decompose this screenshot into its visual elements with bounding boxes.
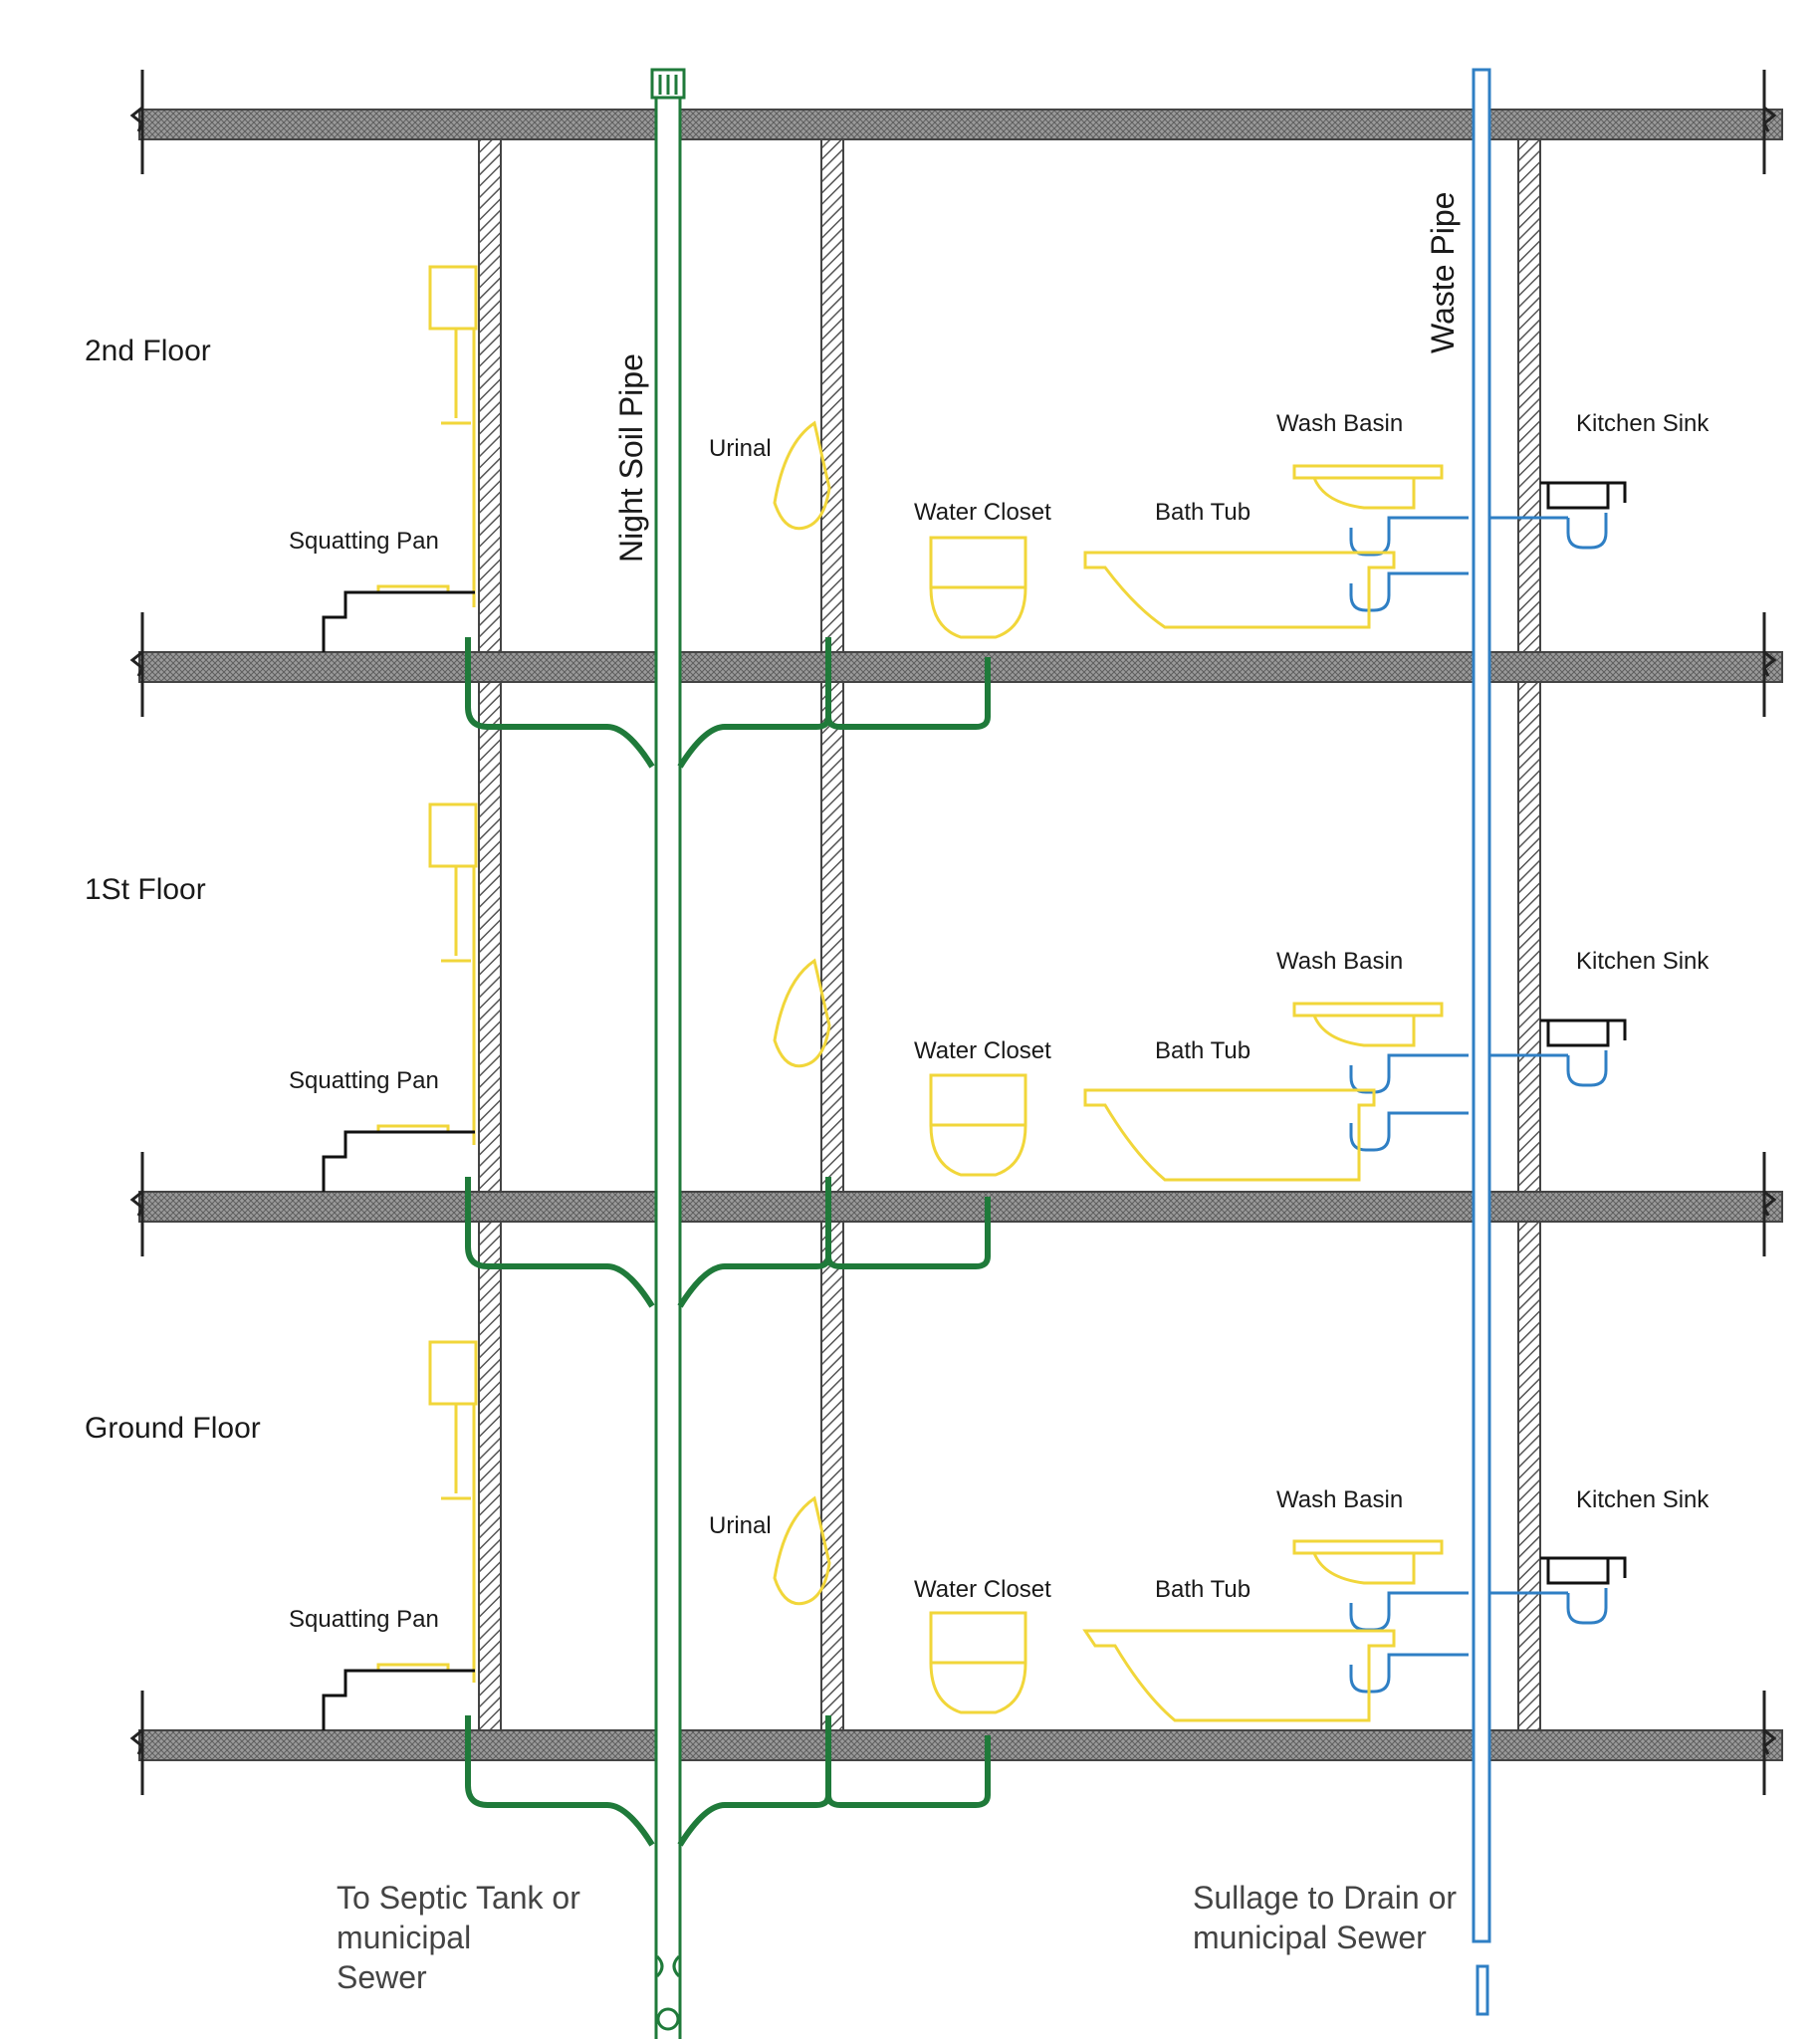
kitchen-sink-0 [1540,1556,1627,1585]
bath-tub-0 [1082,1629,1396,1722]
wall-left-0 [478,1221,502,1731]
roof-slab [138,109,1783,140]
wall-mid-0 [820,1221,844,1731]
urinal-1 [773,958,831,1068]
wash-basin-label-1: Wash Basin [1276,948,1403,975]
bath-tub-2 [1083,551,1396,629]
night-soil-pipe [650,68,686,2039]
squatting-pan-label-1: Squatting Pan [289,1067,439,1094]
wash-basin-label-2: Wash Basin [1276,410,1403,437]
sullage-outlet-line-1: Sullage to Drain or [1193,1880,1457,1916]
squatting-steps-1 [322,1130,475,1192]
fixtures [376,265,1444,1722]
urinal-label-2: Urinal [709,435,772,462]
water-closet-label-0: Water Closet [914,1576,1051,1603]
kitchen-sink-label-0: Kitchen Sink [1576,1486,1709,1513]
water-closet-2 [929,536,1027,639]
wash-basin-2 [1292,464,1444,510]
bath-tub-label-2: Bath Tub [1155,499,1251,526]
kitchen-sink-2 [1540,481,1627,510]
bath-tub-1 [1083,1088,1376,1182]
first-floor-slab [138,1191,1783,1223]
cistern-1 [428,802,478,868]
waste-pipe-label: Waste Pipe [1425,192,1461,353]
water-closet-label-1: Water Closet [914,1037,1051,1064]
water-closet-1 [929,1073,1027,1177]
water-closet-0 [929,1611,1027,1714]
water-closet-label-2: Water Closet [914,499,1051,526]
wash-basin-label-0: Wash Basin [1276,1486,1403,1513]
wash-basin-1 [1292,1002,1444,1047]
wall-right-1 [1517,681,1541,1193]
kitchen-sink-label-1: Kitchen Sink [1576,948,1709,975]
wall-right-0 [1517,1221,1541,1731]
slabs [129,70,1783,1795]
wall-mid-2 [820,138,844,653]
urinal-0 [773,1495,831,1606]
kitchen-sink-1 [1540,1019,1627,1047]
urinal-label-0: Urinal [709,1512,772,1539]
soil-outlet-line-2: municipal [337,1920,471,1955]
kitchen-sink-label-2: Kitchen Sink [1576,410,1709,437]
night-soil-pipe-label: Night Soil Pipe [613,353,649,563]
floor-label-first: 1St Floor [85,873,206,906]
soil-branches [465,637,991,1847]
wash-basin-0 [1292,1539,1444,1585]
walls [478,138,1541,1731]
bath-tub-label-1: Bath Tub [1155,1037,1251,1064]
squatting-steps-0 [322,1669,475,1730]
wall-left-2 [478,138,502,653]
sullage-outlet-line-2: municipal Sewer [1193,1920,1427,1955]
floor-label-second: 2nd Floor [85,335,211,367]
squatting-steps-2 [322,590,475,652]
cistern-0 [428,1340,478,1406]
kitchen-sinks-and-steps [322,481,1627,1730]
wall-right-2 [1517,138,1541,653]
bath-tub-label-0: Bath Tub [1155,1576,1251,1603]
wall-mid-1 [820,681,844,1193]
soil-outlet-line-1: To Septic Tank or [337,1880,580,1916]
wall-left-1 [478,681,502,1193]
urinal-2 [773,420,831,531]
ground-floor-slab [138,1729,1783,1761]
squatting-pan-label-2: Squatting Pan [289,528,439,555]
soil-outlet-line-3: Sewer [337,1959,427,1995]
second-floor-slab [138,651,1783,683]
floor-label-ground: Ground Floor [85,1412,261,1445]
waste-pipe [1349,68,1608,2016]
cistern-2 [428,265,478,331]
squatting-pan-label-0: Squatting Pan [289,1606,439,1633]
